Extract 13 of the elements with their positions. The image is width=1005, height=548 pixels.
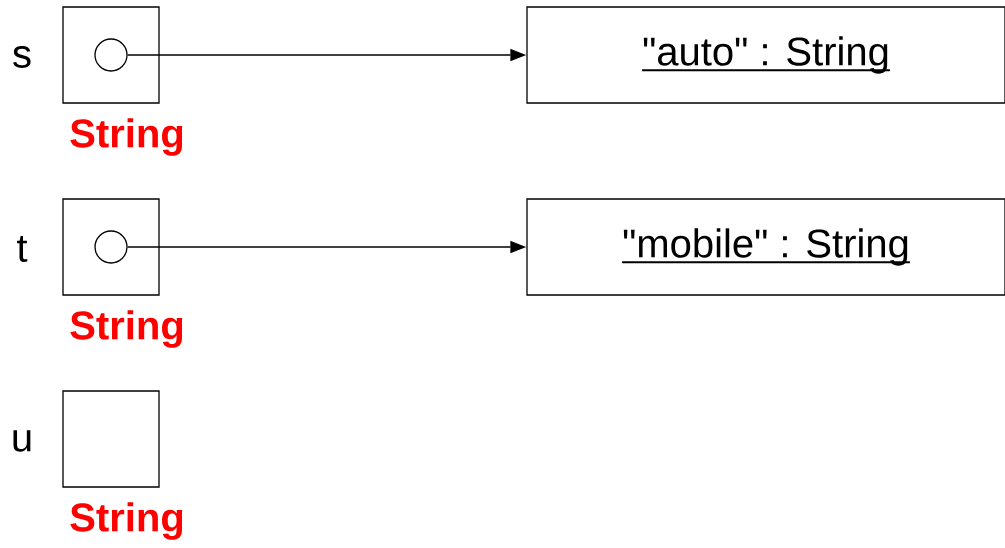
object-box: "auto" : String [526,6,1005,104]
variable-name: u [13,430,31,452]
type-label: String [70,310,183,348]
variable-name: t [17,235,28,263]
variable-box [62,198,160,296]
variable-box [62,390,160,488]
type-label: String [70,118,183,156]
type-label: String [70,502,183,540]
variable-box [62,6,160,104]
reference-circle [94,230,128,264]
object-box: "mobile" : String [526,198,1005,296]
reference-circle [94,38,128,72]
variable-name: s [13,46,31,68]
